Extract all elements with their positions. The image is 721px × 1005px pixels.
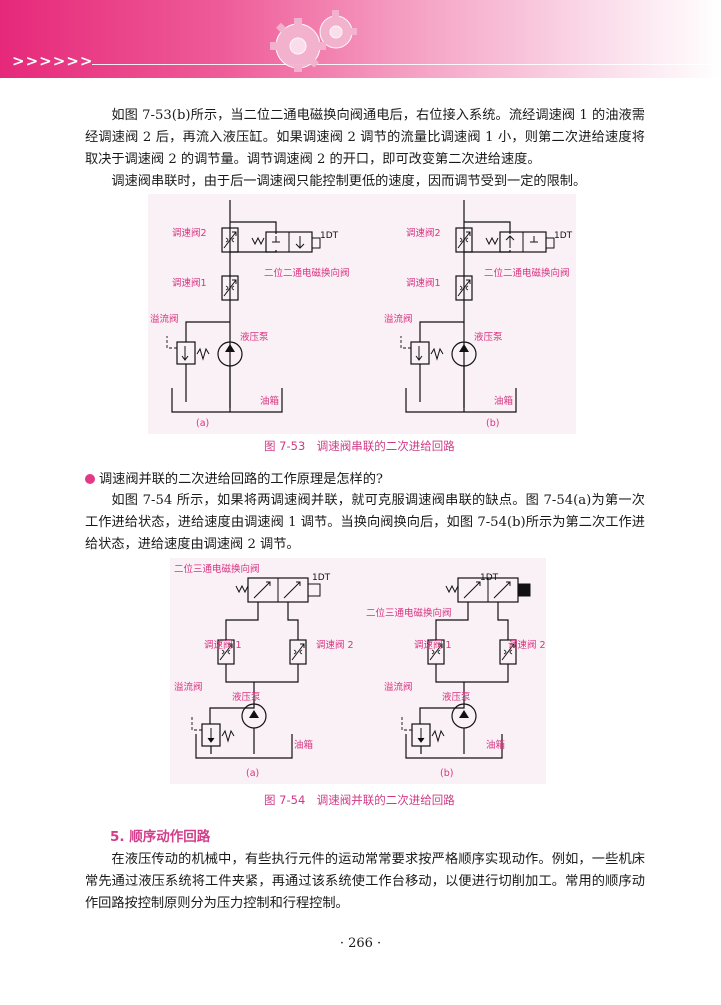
label-pump-b-54: 液压泵 bbox=[442, 691, 471, 703]
section-heading: 5. 顺序动作回路 bbox=[110, 829, 211, 845]
question-text: 调速阀并联的二次进给回路的工作原理是怎样的? bbox=[99, 472, 384, 487]
label-dirvalve-a-54: 二位三通电磁换向阀 bbox=[174, 563, 260, 575]
figure-7-54: 二位三通电磁换向阀 调速阀 1 调速阀 2 溢流阀 液压泵 油箱 (a) 二位三… bbox=[170, 558, 546, 784]
figure-7-53: 调速阀2 调速阀1 溢流阀 液压泵 二位二通电磁换向阀 油箱 (a) 调速阀2 … bbox=[148, 194, 576, 434]
label-valve1-a: 调速阀1 bbox=[172, 277, 207, 289]
figure-7-54-caption: 图 7-54 调速阀并联的二次进给回路 bbox=[264, 793, 455, 807]
circuit-a-parallel bbox=[191, 577, 321, 759]
label-dirvalve-b-54: 二位三通电磁换向阀 bbox=[366, 607, 452, 619]
label-tank-b-54: 油箱 bbox=[486, 739, 505, 751]
label-sub-b: (b) bbox=[486, 418, 499, 429]
label-relief-a-54: 溢流阀 bbox=[174, 681, 203, 693]
label-relief-a: 溢流阀 bbox=[150, 313, 179, 325]
label-1dt-b-54: 1DT bbox=[480, 573, 499, 583]
label-valve2-b: 调速阀2 bbox=[406, 227, 441, 239]
label-valve2-b-54: 调速阀 2 bbox=[508, 639, 546, 651]
label-relief-b: 溢流阀 bbox=[384, 313, 413, 325]
figure-7-53-caption: 图 7-53 调速阀串联的二次进给回路 bbox=[264, 439, 455, 453]
circuit-b bbox=[400, 200, 555, 413]
paragraph-4: 在液压传动的机械中，有些执行元件的运动常常要求按严格顺序实现动作。例如，一些机床… bbox=[85, 852, 645, 911]
label-pump-a-54: 液压泵 bbox=[232, 691, 261, 703]
header-banner: >>>>>> bbox=[0, 0, 721, 78]
gear-decoration-icon bbox=[270, 10, 357, 72]
label-tank-a: 油箱 bbox=[260, 395, 279, 407]
label-valve1-b: 调速阀1 bbox=[406, 277, 441, 289]
label-valve2-a-54: 调速阀 2 bbox=[316, 639, 354, 651]
label-pump-a: 液压泵 bbox=[240, 331, 269, 343]
label-valve2-a: 调速阀2 bbox=[172, 227, 207, 239]
paragraph-3: 如图 7-54 所示，如果将两调速阀并联，就可克服调速阀串联的缺点。图 7-54… bbox=[85, 493, 645, 552]
label-1dt-b: 1DT bbox=[554, 231, 573, 241]
label-sub-a-54: (a) bbox=[246, 768, 259, 779]
page-number: · 266 · bbox=[339, 936, 382, 951]
label-dirvalve-b: 二位二通电磁换向阀 bbox=[484, 267, 570, 279]
paragraph-2: 调速阀串联时，由于后一调速阀只能控制更低的速度，因而调节受到一定的限制。 bbox=[111, 174, 587, 189]
circuit-b-parallel bbox=[401, 577, 531, 759]
label-tank-b: 油箱 bbox=[494, 395, 513, 407]
label-pump-b: 液压泵 bbox=[474, 331, 503, 343]
label-valve1-a-54: 调速阀 1 bbox=[204, 639, 242, 651]
figure-7-54-diagram: 二位三通电磁换向阀 调速阀 1 调速阀 2 溢流阀 液压泵 油箱 (a) 二位三… bbox=[174, 563, 546, 779]
label-dirvalve-a: 二位二通电磁换向阀 bbox=[264, 267, 350, 279]
paragraph-1: 如图 7-53(b)所示，当二位二通电磁换向阀通电后，右位接入系统。流经调速阀 … bbox=[85, 108, 645, 167]
label-1dt-a-54: 1DT bbox=[312, 573, 331, 583]
label-sub-a: (a) bbox=[196, 418, 209, 429]
chevron-decoration: >>>>>> bbox=[12, 52, 94, 70]
figure-7-53-diagram: 调速阀2 调速阀1 溢流阀 液压泵 二位二通电磁换向阀 油箱 (a) 调速阀2 … bbox=[150, 200, 573, 429]
circuit-a bbox=[166, 200, 321, 413]
label-relief-b-54: 溢流阀 bbox=[384, 681, 413, 693]
label-1dt-a: 1DT bbox=[320, 231, 339, 241]
label-tank-a-54: 油箱 bbox=[294, 739, 313, 751]
question-heading: 调速阀并联的二次进给回路的工作原理是怎样的? bbox=[85, 468, 383, 487]
label-sub-b-54: (b) bbox=[440, 768, 453, 779]
label-valve1-b-54: 调速阀 1 bbox=[414, 639, 452, 651]
header-rule bbox=[92, 64, 721, 65]
bullet-dot-icon bbox=[85, 474, 95, 484]
